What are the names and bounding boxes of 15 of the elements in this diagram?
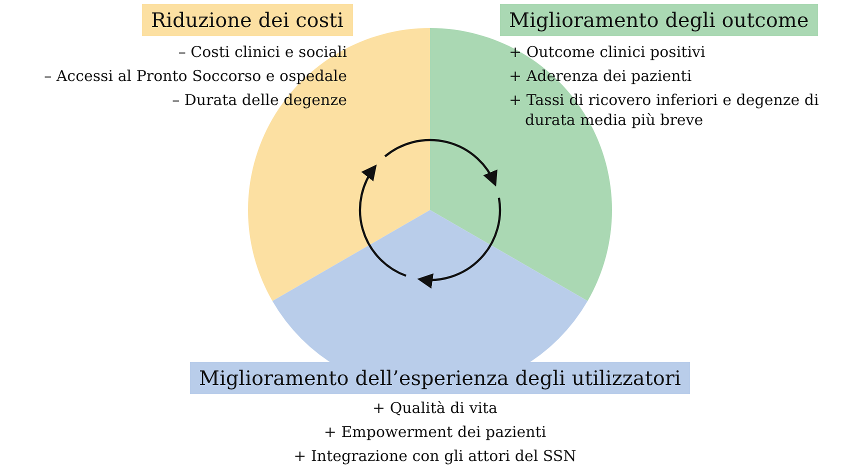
bullet-text: – Accessi al Pronto Soccorso e ospedale xyxy=(43,66,347,86)
bullet-text: + Aderenza dei pazienti xyxy=(509,66,693,86)
bullet-text: + Empowerment dei pazienti xyxy=(322,422,548,442)
section-heading: Riduzione dei costi xyxy=(142,4,353,36)
bullet-text: + Tassi di ricovero inferiori e degenze di durata media più breve xyxy=(509,90,820,130)
cycle-arrow xyxy=(358,164,406,277)
section-heading: Miglioramento degli outcome xyxy=(500,4,818,36)
bullet-text: + Outcome clinici positivi xyxy=(509,42,706,62)
section-heading: Miglioramento dell’esperienza degli utilizzatori xyxy=(190,362,690,394)
bullet-text: + Qualità di vita xyxy=(372,398,498,418)
bullet-text: – Costi clinici e sociali xyxy=(177,42,347,62)
cycle-arrow xyxy=(417,198,502,288)
bullet-text: + Integrazione con gli attori del SSN xyxy=(292,446,578,466)
cycle-arrow xyxy=(384,139,497,187)
bullet-text: – Durata delle degenze xyxy=(171,90,347,110)
